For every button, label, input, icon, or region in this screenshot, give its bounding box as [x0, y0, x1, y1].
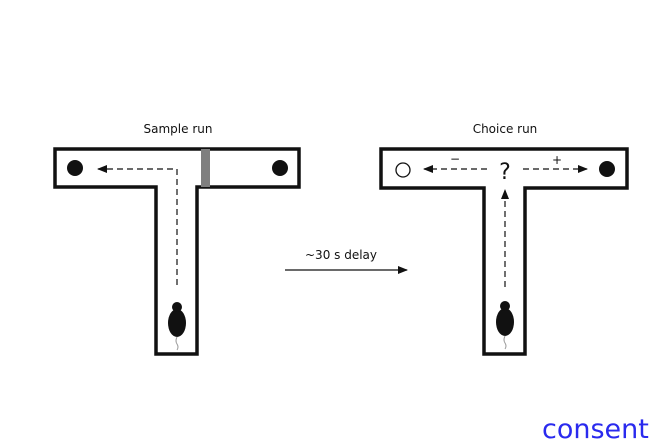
mouse-icon: [168, 302, 186, 351]
choice-run-panel: Choice run ? − +: [379, 122, 629, 356]
sample-run-title: Sample run: [144, 122, 213, 136]
reward-well-left: [67, 160, 83, 176]
mouse-icon: [496, 301, 514, 350]
door-block: [201, 149, 210, 187]
sample-path-arrow: [97, 165, 178, 285]
delay-arrow-group: ~30 s delay: [285, 248, 408, 274]
unrewarded-well-open: [395, 162, 411, 178]
consent-link[interactable]: consent: [542, 414, 649, 445]
minus-label: −: [450, 152, 460, 166]
delay-label: ~30 s delay: [305, 248, 377, 262]
choice-run-title: Choice run: [473, 122, 538, 136]
plus-label: +: [552, 153, 562, 167]
question-mark: ?: [499, 160, 511, 185]
reward-well-right: [272, 160, 288, 176]
rewarded-well-filled: [599, 161, 615, 177]
sample-run-panel: Sample run: [53, 122, 301, 356]
choice-maze: [379, 147, 629, 356]
